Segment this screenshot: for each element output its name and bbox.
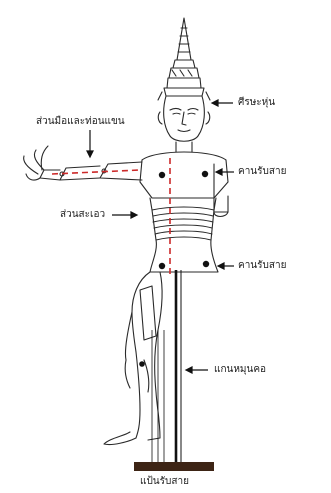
label-waist: ส่วนสะเอว (60, 209, 105, 221)
label-base: แป้นรับสาย (140, 476, 189, 488)
label-hip-beam: คานรับสาย (238, 260, 286, 272)
joint-dots (139, 171, 209, 367)
label-neck-rod: แกนหมุนคอ (214, 364, 266, 376)
legs (104, 272, 162, 445)
support-rods (152, 270, 181, 463)
base-plate (134, 462, 214, 471)
arrows (87, 100, 234, 373)
label-hand-arm: ส่วนมือและท่อนแขน (36, 116, 125, 128)
face (158, 96, 209, 152)
label-shoulder-beam: คานรับสาย (238, 166, 286, 178)
label-head: ศีรษะหุ่น (238, 97, 275, 109)
crown (158, 18, 210, 100)
left-arm (24, 146, 142, 180)
